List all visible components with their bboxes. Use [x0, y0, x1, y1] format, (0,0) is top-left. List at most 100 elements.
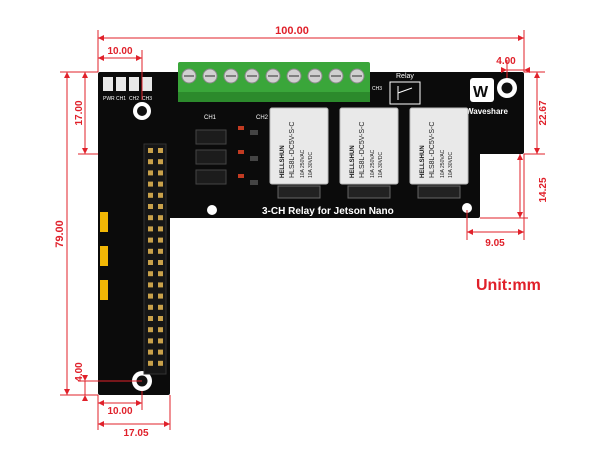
- dim-top-left-offset: 10.00: [107, 46, 132, 57]
- mounting-hole-small-right: [462, 203, 472, 213]
- terminal-screw: [349, 68, 365, 84]
- gpio-pin: [158, 192, 163, 198]
- dimension-arrows: [64, 35, 540, 427]
- relay-rating-b: 10A 30VDC: [448, 151, 454, 178]
- gpio-pin: [148, 248, 153, 254]
- gpio-pin: [158, 260, 163, 265]
- led-label-ch1: CH1: [116, 96, 126, 102]
- terminal-screw: [181, 68, 197, 84]
- dim-right-bottom-offset: 9.05: [485, 238, 505, 249]
- gpio-pin: [158, 327, 163, 333]
- brand-label: Waveshare: [466, 107, 509, 116]
- dim-top-right-offset: 4.00: [496, 56, 516, 67]
- gpio-pin: [148, 360, 153, 366]
- relay-rating-a: 10A 250VAC: [300, 149, 306, 178]
- gpio-pin: [148, 293, 153, 299]
- gpio-pin: [148, 215, 153, 221]
- terminal-screw: [265, 68, 281, 84]
- relay-rating-a: 10A 250VAC: [440, 149, 446, 178]
- dim-left-total-height: 79.00: [54, 220, 66, 248]
- dim-right-bottom-height: 14.25: [538, 177, 549, 202]
- dim-right-top-height: 22.67: [538, 100, 549, 125]
- gpio-pin: [158, 338, 163, 344]
- relay-rating-b: 10A 30VDC: [378, 151, 384, 178]
- mounting-hole-small-left: [207, 205, 217, 215]
- dim-left-bottom-offset: 4.00: [74, 362, 85, 382]
- gpio-pin: [158, 215, 163, 221]
- terminal-ch3-label: CH3: [372, 86, 382, 92]
- gpio-pin: [158, 237, 163, 243]
- gpio-pin: [148, 192, 153, 198]
- gpio-pin: [158, 282, 163, 288]
- waveshare-logo: W Waveshare: [466, 78, 509, 116]
- gpio-pin: [148, 226, 153, 232]
- gpio-pin: [148, 181, 153, 187]
- relay-rating-a: 10A 250VAC: [370, 149, 376, 178]
- led-label-ch2: CH2: [129, 96, 139, 102]
- gpio-pin: [148, 271, 153, 277]
- relay-brand: HELLSHUN: [420, 145, 426, 178]
- status-leds: PWR CH1 CH2 CH3: [103, 77, 152, 102]
- optocouplers: [195, 129, 227, 185]
- gpio-pin: [148, 260, 153, 265]
- terminal-screw: [223, 68, 239, 84]
- gpio-pin: [158, 170, 163, 176]
- unit-label: Unit:mm: [476, 277, 541, 294]
- gpio-pin: [148, 304, 153, 310]
- gpio-header: [143, 143, 167, 375]
- gpio-pin: [148, 237, 153, 243]
- terminal-screw: [286, 68, 302, 84]
- gpio-pin: [158, 316, 163, 321]
- relay-model: HLS8L-DC5V-S-C: [359, 122, 366, 178]
- jumpers: [100, 212, 108, 300]
- mounting-hole-top-right: [497, 78, 517, 98]
- terminal-screw: [328, 68, 344, 84]
- mounting-hole-top-left: [133, 102, 151, 120]
- gpio-pin: [148, 204, 153, 209]
- gpio-pin: [148, 159, 153, 165]
- relay-model: HLS8L-DC5V-S-C: [289, 122, 296, 178]
- screw-terminal-block: [178, 62, 370, 102]
- gpio-pin: [148, 338, 153, 344]
- relay-label: Relay: [396, 73, 414, 80]
- gpio-pin: [158, 304, 163, 310]
- board-title: 3-CH Relay for Jetson Nano: [262, 206, 394, 217]
- smd-components: [238, 126, 258, 185]
- gpio-pin: [158, 148, 163, 153]
- dim-bottom-left-offset: 10.00: [107, 406, 132, 417]
- led-label-ch3: CH3: [142, 96, 152, 102]
- gpio-pin: [148, 282, 153, 288]
- gpio-pin: [158, 360, 163, 366]
- relay-brand: HELLSHUN: [280, 145, 286, 178]
- gpio-pin: [158, 159, 163, 165]
- ch2-label: CH2: [256, 115, 269, 121]
- gpio-pin: [158, 204, 163, 209]
- relay-label-group: Relay: [389, 73, 421, 105]
- terminal-screw: [202, 68, 218, 84]
- gpio-pin: [148, 316, 153, 321]
- ch1-label: CH1: [204, 115, 217, 121]
- relay-rating-b: 10A 30VDC: [308, 151, 314, 178]
- gpio-pin: [158, 248, 163, 254]
- gpio-pin: [148, 170, 153, 176]
- relay-model: HLS8L-DC5V-S-C: [429, 122, 436, 178]
- terminal-screw: [307, 68, 323, 84]
- gpio-pin: [148, 148, 153, 153]
- dim-left-top-height: 17.00: [74, 100, 85, 125]
- terminal-screw: [244, 68, 260, 84]
- gpio-pin: [158, 181, 163, 187]
- gpio-pin: [158, 293, 163, 299]
- gpio-pin: [158, 271, 163, 277]
- dim-width-total: 100.00: [275, 25, 309, 37]
- gpio-pin: [158, 349, 163, 355]
- gpio-pin: [148, 349, 153, 355]
- gpio-pin: [148, 327, 153, 333]
- led-label-pwr: PWR: [103, 96, 115, 102]
- dim-bottom-width: 17.05: [123, 428, 148, 439]
- dimension-lines: [60, 30, 545, 430]
